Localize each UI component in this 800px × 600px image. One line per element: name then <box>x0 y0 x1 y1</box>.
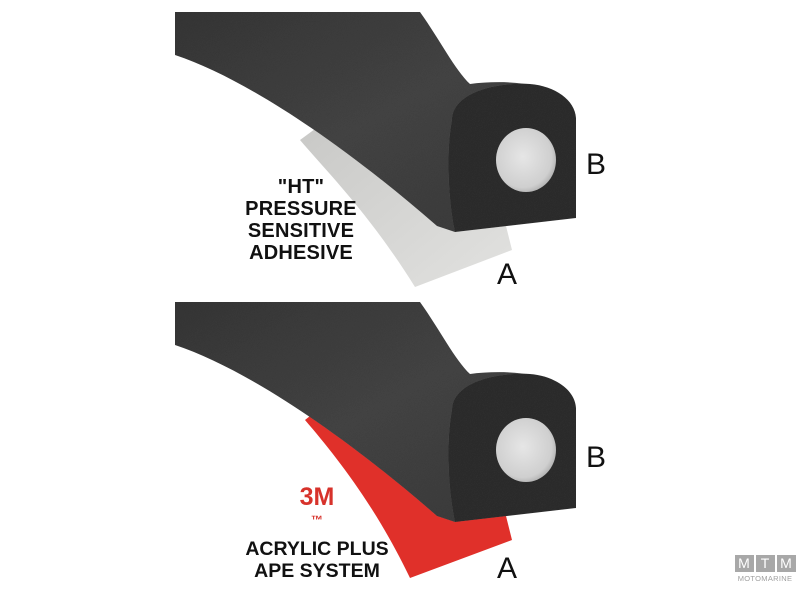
adhesive-line: "HT" <box>277 176 325 198</box>
gray-adhesive-tape <box>300 118 512 287</box>
watermark-letter: M <box>734 555 754 572</box>
label-a-bottom: A <box>497 552 518 585</box>
foam-hole <box>496 128 556 192</box>
foam-hole <box>496 418 556 482</box>
bottom-adhesive-description: 3M ™ ACRYLIC PLUS APE SYSTEM <box>222 485 412 583</box>
adhesive-line: ACRYLIC PLUS <box>245 538 389 560</box>
bottom-seal-strip <box>175 302 576 578</box>
watermark-letter: M <box>776 555 796 572</box>
label-b-bottom: B <box>586 441 607 474</box>
motomarine-watermark: M T M MOTOMARINE <box>733 555 797 583</box>
top-adhesive-description: "HT" PRESSURE SENSITIVE ADHESIVE <box>226 177 376 265</box>
brand-3m: 3M ™ <box>222 485 412 537</box>
adhesive-line: PRESSURE <box>245 198 357 220</box>
adhesive-line: SENSITIVE <box>247 220 355 242</box>
adhesive-line: ADHESIVE <box>249 242 353 264</box>
label-b-top: B <box>586 148 607 181</box>
watermark-letter: T <box>755 555 775 572</box>
brand-name: 3M <box>299 483 335 511</box>
top-seal-strip <box>175 12 576 287</box>
watermark-text: MOTOMARINE <box>737 574 793 583</box>
label-a-top: A <box>497 258 518 291</box>
watermark-logo: M T M <box>733 555 797 572</box>
trademark-symbol: ™ <box>311 513 323 527</box>
adhesive-line: APE SYSTEM <box>254 559 380 582</box>
